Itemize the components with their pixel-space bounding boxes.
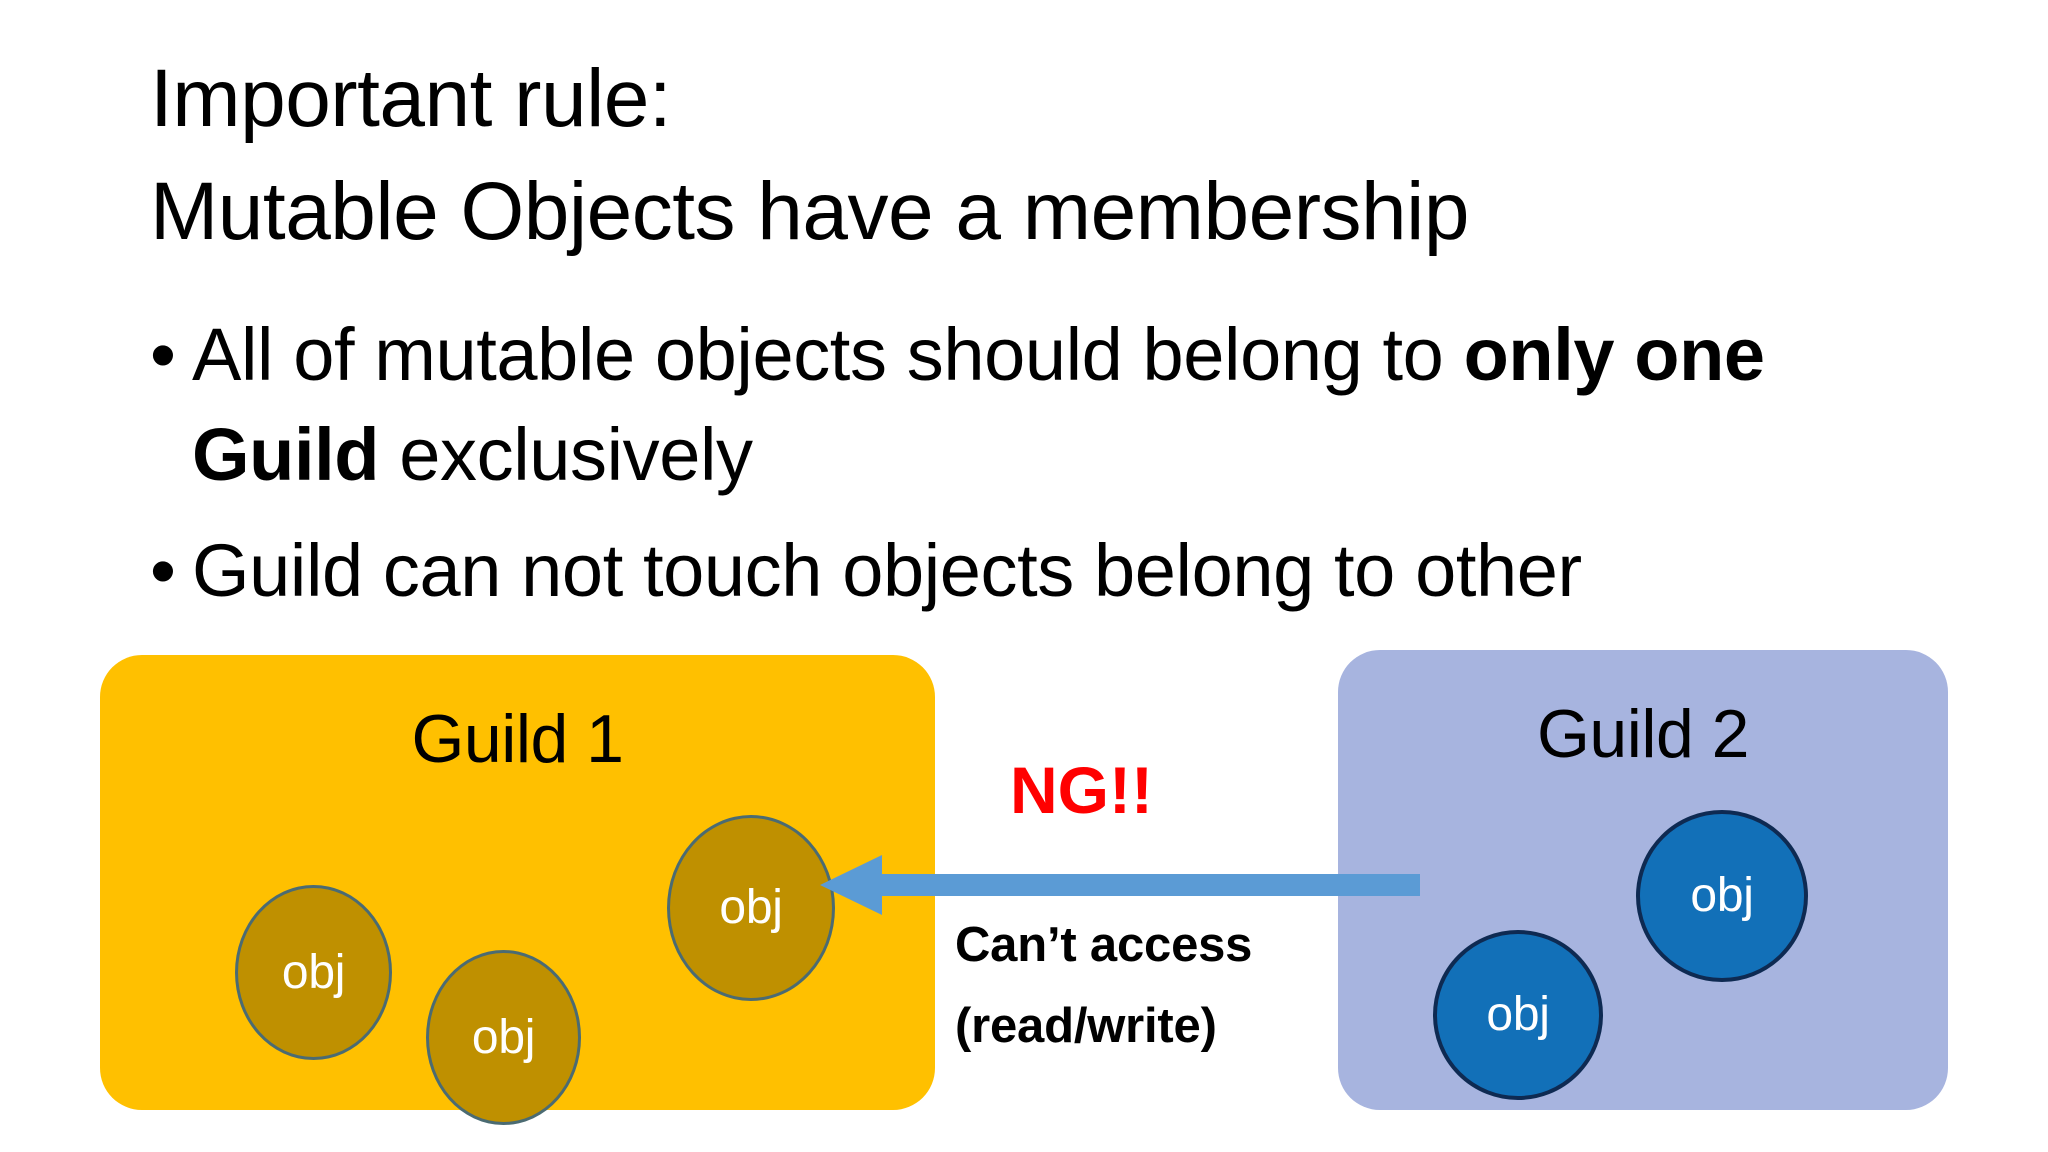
guild-1-object: obj [235, 885, 392, 1060]
guild-1-object: obj [667, 815, 835, 1001]
bullet-segment: Guild can not touch objects belong to ot… [192, 529, 1582, 612]
bullet-item: • All of mutable objects should belong t… [150, 305, 1940, 505]
slide-title: Important rule: Mutable Objects have a m… [150, 42, 1950, 268]
guild-2-container: Guild 2 obj obj [1338, 650, 1948, 1110]
cant-access-note: Can’t access (read/write) [955, 905, 1252, 1067]
bullet-item: • Guild can not touch objects belong to … [150, 521, 1940, 621]
guild-2-title: Guild 2 [1537, 696, 1749, 772]
ng-label: NG!! [1010, 753, 1153, 827]
guild-2-object: obj [1433, 930, 1603, 1100]
guild-2-object: obj [1636, 810, 1808, 982]
bullet-text: All of mutable objects should belong to … [192, 313, 1765, 496]
bullet-list: • All of mutable objects should belong t… [150, 305, 1940, 637]
guild-1-object: obj [426, 950, 581, 1125]
bullet-segment: exclusively [379, 413, 753, 496]
bullet-text: Guild can not touch objects belong to ot… [192, 529, 1582, 612]
guild-1-title: Guild 1 [411, 701, 624, 777]
bullet-marker-icon: • [150, 529, 176, 612]
bullet-segment: All of mutable objects should belong to [192, 313, 1464, 396]
note-line: (read/write) [955, 999, 1217, 1053]
title-line-1: Important rule: [150, 53, 672, 144]
note-line: Can’t access [955, 918, 1253, 972]
bullet-segment-bold: only one Guild [192, 313, 1765, 496]
title-line-2: Mutable Objects have a membership [150, 166, 1469, 257]
blocked-access-arrow-icon [820, 855, 1420, 915]
guild-1-container: Guild 1 obj obj obj [100, 655, 935, 1125]
bullet-marker-icon: • [150, 313, 176, 396]
